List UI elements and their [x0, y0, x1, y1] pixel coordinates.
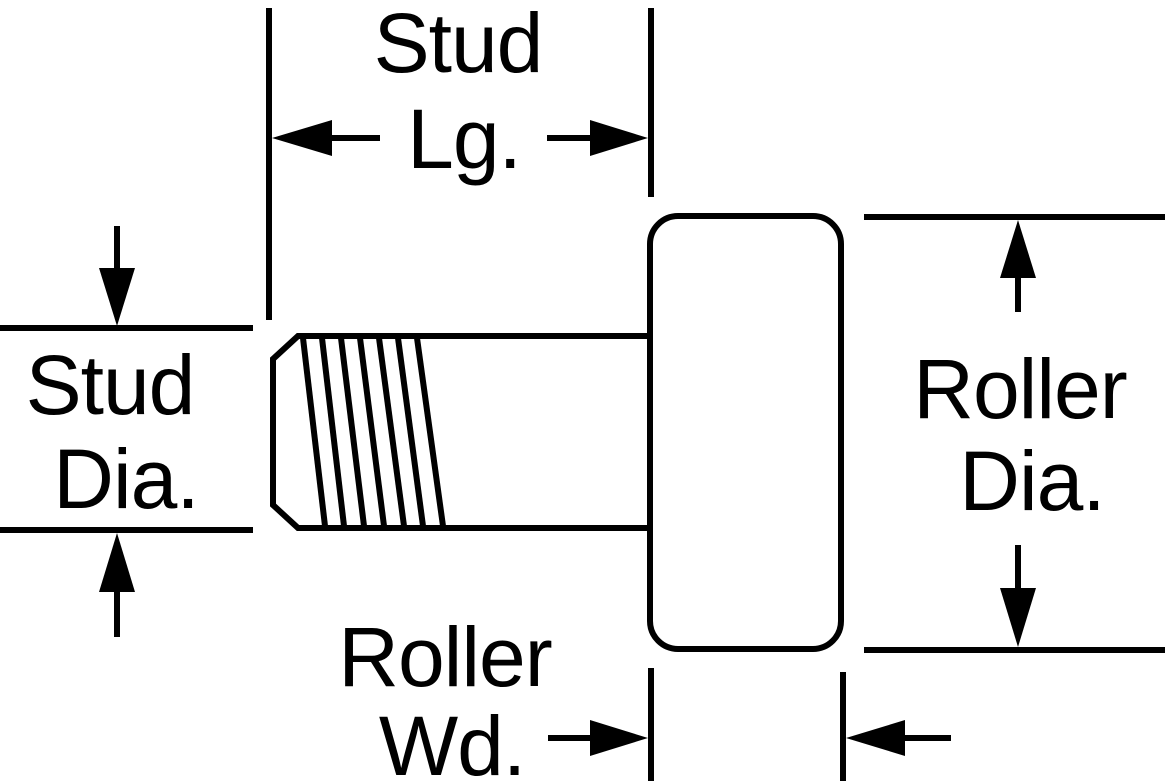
thread-line [300, 337, 328, 527]
thread-line [338, 337, 367, 527]
stud-diameter-dimension: Stud Dia. [0, 226, 253, 637]
roller-diameter-arrowhead-top [1000, 220, 1036, 278]
roller-width-label-line1: Roller [338, 610, 551, 704]
stud-diameter-label-line1: Stud [26, 338, 195, 432]
roller-width-arrowhead-right [846, 720, 905, 756]
roller-width-dimension: Roller Wd. [338, 610, 951, 781]
stud-diameter-label-line2: Dia. [53, 432, 198, 526]
roller-body [647, 213, 844, 652]
stud-length-label-line2: Lg. [407, 92, 521, 186]
stud-length-arrowhead-right [590, 120, 648, 156]
roller-diameter-label-line1: Roller [913, 342, 1126, 436]
stud-length-arrowhead-left [272, 120, 332, 156]
stud-thread-lines [300, 337, 446, 527]
thread-line [376, 337, 407, 527]
stud-diameter-arrowhead-bottom [99, 533, 135, 592]
stud-diameter-arrowhead-top [99, 268, 135, 326]
stud-shaft [270, 333, 654, 531]
roller-width-arrowhead-left [590, 720, 648, 756]
thread-line [319, 337, 347, 527]
stud-outline [270, 333, 654, 531]
thread-line [395, 337, 426, 527]
roller-diameter-label-line2: Dia. [959, 434, 1104, 528]
roller-diameter-dimension: Roller Dia. [864, 214, 1165, 653]
stud-length-dimension: Stud Lg. [266, 0, 654, 320]
roller-diameter-arrowhead-bottom [1000, 588, 1036, 647]
thread-line [357, 337, 387, 527]
stud-length-label-line1: Stud [374, 0, 543, 90]
roller-width-label-line2: Wd. [379, 699, 525, 781]
thread-line [414, 337, 446, 527]
